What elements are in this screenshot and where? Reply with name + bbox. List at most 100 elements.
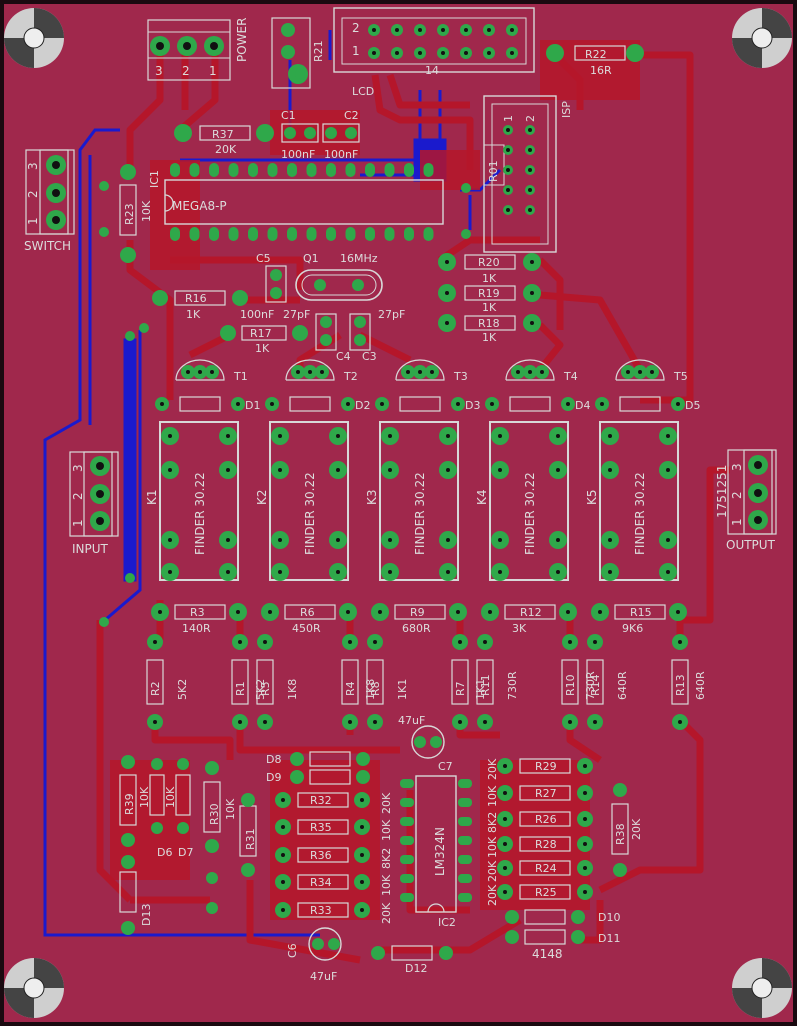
pad-hole [360, 853, 364, 857]
out-pin-1: 1 [730, 518, 744, 526]
pad-hole [226, 538, 230, 542]
pad-hole [346, 610, 350, 614]
c4-c3: C4 C3 [315, 313, 377, 363]
transistor-outline [285, 359, 335, 381]
pad-hole [464, 28, 468, 32]
resistor-name: R9 [410, 606, 425, 619]
resistor-body [561, 659, 579, 705]
pad-hole [487, 28, 491, 32]
power-connector: 3 2 1 POWER [147, 18, 249, 81]
resistor-body [464, 254, 516, 270]
pad-hole [446, 468, 450, 472]
ic1-pin [326, 227, 336, 241]
pad-hole [503, 866, 507, 870]
relay-text: FINDER 30.22 [193, 472, 207, 555]
diode-body [289, 396, 331, 412]
pad-hole [418, 28, 422, 32]
c7-label: C7 [438, 760, 453, 773]
r22-value: 16R [590, 64, 612, 77]
resistor-body [231, 659, 249, 705]
ic1-pin [209, 227, 219, 241]
r23-value: 10K [140, 200, 153, 222]
transistor-outline [505, 359, 555, 381]
c7-value: 47uF [398, 714, 425, 727]
pad-hole [530, 260, 534, 264]
pad-hole [236, 402, 240, 406]
r17: R17 1K 100nF 27pF 27pF [220, 308, 405, 355]
d7-value: 10K [164, 786, 177, 808]
resistor-body [394, 604, 446, 620]
ic1-pin [228, 163, 239, 177]
pad-hole [348, 640, 352, 644]
r19-value: 1K [482, 301, 497, 314]
ic2-pin [400, 779, 414, 788]
resistor-name: R36 [310, 849, 332, 862]
c5-q1: C5 Q1 16MHz [256, 252, 383, 303]
pad-hole [418, 51, 422, 55]
resistor-value: 640R [616, 671, 629, 700]
pad-hole [395, 51, 399, 55]
ic1-pin [189, 163, 200, 177]
r22: R22 16R [546, 44, 644, 77]
pad-hole [626, 370, 630, 374]
ic2-pin [400, 893, 414, 902]
resistor-body [174, 604, 226, 620]
relay-text: FINDER 30.22 [303, 472, 317, 555]
pad-hole [281, 880, 285, 884]
c2-value: 100nF [324, 148, 358, 161]
ic1-pin [423, 163, 434, 177]
switch-connector: 3 2 1 SWITCH [24, 149, 75, 253]
r23: R23 10K [119, 164, 153, 263]
resistor-name: R14 [589, 674, 602, 696]
in-pin-2: 2 [71, 492, 85, 500]
transistor-outline [175, 359, 225, 381]
ic1-pin [170, 163, 180, 177]
pad-hole [528, 208, 532, 212]
pad-hole [348, 720, 352, 724]
resistor-value: 20K [486, 860, 499, 882]
pad-hole [388, 468, 392, 472]
r30-value: 10K [224, 798, 237, 820]
resistor-value: 20K [486, 758, 499, 780]
r20-value: 1K [482, 272, 497, 285]
pad-hole [153, 640, 157, 644]
pad-hole [226, 434, 230, 438]
lcd-pin-1: 1 [352, 44, 360, 58]
resistor-body [614, 604, 666, 620]
transistor-outline [395, 359, 445, 381]
c2-label: C2 [344, 109, 359, 122]
d9-label: D9 [266, 771, 281, 784]
c6-label: C6 [286, 943, 299, 958]
d12-label: D12 [405, 962, 427, 975]
pad-hole [583, 817, 587, 821]
resistor-name: R26 [535, 813, 557, 826]
pad-hole [506, 128, 510, 132]
out-pin-3: 3 [730, 463, 744, 471]
pad-hole [168, 538, 172, 542]
resistor-body [256, 659, 274, 705]
r38-label: R38 [614, 823, 627, 845]
pad-hole [296, 370, 300, 374]
pad-hole [510, 51, 514, 55]
resistor-value: 1K8 [286, 679, 299, 700]
pad-hole [281, 798, 285, 802]
ic2-pin [458, 779, 472, 788]
pad-hole [441, 28, 445, 32]
pad-hole [336, 468, 340, 472]
switch-label: SWITCH [24, 239, 71, 253]
pad-hole [278, 434, 282, 438]
relay-outline [379, 421, 459, 581]
pad-hole [198, 370, 202, 374]
pad-hole [445, 260, 449, 264]
c7: 47uF C7 [398, 714, 453, 773]
r37: R37 20K [174, 124, 274, 156]
pad-hole [430, 370, 434, 374]
d8-label: D8 [266, 753, 281, 766]
ic2-pin [458, 874, 472, 883]
resistor-name: R15 [630, 606, 652, 619]
mounting-holes [4, 8, 792, 1018]
pad-hole [608, 570, 612, 574]
resistor-body [341, 659, 359, 705]
